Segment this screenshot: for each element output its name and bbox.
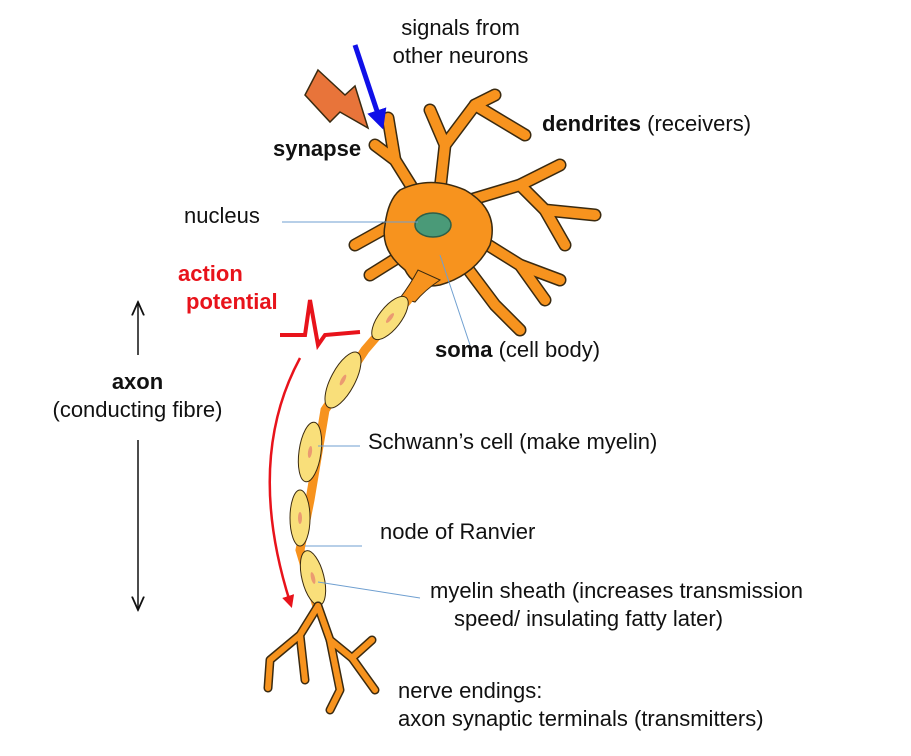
dendrites-label: dendrites (receivers) xyxy=(542,110,751,138)
nucleus-label: nucleus xyxy=(184,203,260,228)
signals-label: signals from other neurons xyxy=(392,15,529,68)
action-potential-label: action potential xyxy=(178,261,278,314)
myelin-label: myelin sheath (increases transmission sp… xyxy=(430,578,803,631)
propagation-arrow xyxy=(268,357,302,608)
dendrites-term: dendrites xyxy=(542,111,642,136)
myelin-spots xyxy=(298,313,395,584)
dendrites-note: (receivers) xyxy=(647,111,752,136)
soma-term: soma xyxy=(435,337,493,362)
node-label: node of Ranvier xyxy=(380,519,536,544)
synapse-label: synapse xyxy=(273,136,362,161)
nerve-endings-label: nerve endings: axon synaptic terminals (… xyxy=(398,678,764,731)
soma-note: (cell body) xyxy=(498,337,601,362)
synapse-shape xyxy=(304,68,370,130)
axon-hillock xyxy=(399,269,442,303)
schwann-label: Schwann’s cell (make myelin) xyxy=(368,429,658,454)
axon-label: axon (conducting fibre) xyxy=(52,369,223,422)
soma-label: soma (cell body) xyxy=(435,336,600,364)
signal-arrow xyxy=(352,44,387,130)
pointer-lines xyxy=(282,221,471,599)
action-potential-spike xyxy=(280,299,361,351)
nucleus-shape xyxy=(414,212,452,238)
axon-terminals xyxy=(263,601,380,715)
